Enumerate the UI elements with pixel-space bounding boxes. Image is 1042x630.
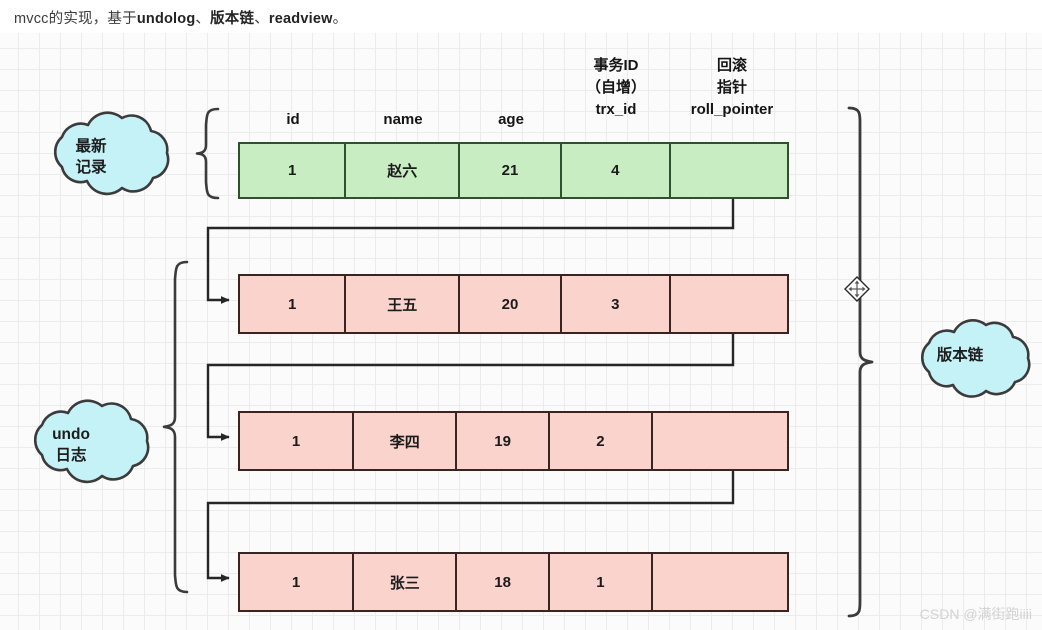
cell-id: 1	[240, 554, 355, 610]
caption-part-bold-versionchain: 版本链	[210, 11, 255, 27]
latest-record-brace	[195, 107, 220, 200]
column-header-roll-pointer: roll_pointer	[690, 101, 774, 118]
cloud-undo-log[interactable]	[33, 399, 150, 484]
table-row-undo-1[interactable]: 1 王五 20 3	[238, 274, 789, 334]
cell-roll-pointer	[653, 554, 787, 610]
cloud-latest-record[interactable]	[53, 111, 170, 196]
cell-id: 1	[240, 276, 347, 332]
column-header-roll-pointer-group: 回滚 指针 roll_pointer	[663, 55, 801, 121]
cell-trx-id: 1	[550, 554, 653, 610]
cell-age: 19	[457, 413, 550, 469]
cell-id: 1	[240, 413, 355, 469]
cell-name: 张三	[354, 554, 458, 610]
column-header-trx-id-top-2: （自增）	[585, 79, 646, 96]
column-header-trx-id: trx_id	[595, 101, 637, 118]
column-header-trx-id-top-1: 事务ID	[593, 57, 639, 74]
cell-name: 王五	[346, 276, 461, 332]
cell-roll-pointer	[671, 276, 787, 332]
cell-trx-id: 4	[562, 144, 671, 197]
caption-text: mvcc的实现，基于undolog、版本链、readview。	[14, 7, 1042, 28]
caption-part-plain-3: 、	[254, 11, 269, 27]
version-chain-brace	[847, 106, 874, 618]
cell-name: 赵六	[346, 144, 461, 197]
roll-pointer-link-1	[206, 188, 735, 304]
caption-bar: mvcc的实现，基于undolog、版本链、readview。	[0, 0, 1042, 33]
roll-pointer-link-2	[206, 334, 735, 441]
cell-name: 李四	[354, 413, 458, 469]
table-row-latest[interactable]: 1 赵六 21 4	[238, 142, 789, 199]
column-header-trx-id-group: 事务ID （自增） trx_id	[567, 55, 665, 121]
diagram-vector-layer	[33, 106, 1031, 618]
cell-age: 21	[460, 144, 562, 197]
column-header-roll-pointer-top-2: 指针	[716, 79, 747, 96]
cell-age: 18	[457, 554, 550, 610]
caption-part-plain-4: 。	[332, 11, 348, 27]
cloud-version-chain[interactable]	[920, 319, 1031, 398]
caption-part-bold-undolog: undolog	[136, 11, 196, 27]
undo-log-brace	[162, 260, 189, 594]
move-resize-handle[interactable]	[842, 274, 872, 304]
cell-age: 20	[460, 276, 562, 332]
caption-part-bold-readview: readview	[268, 11, 333, 27]
cell-trx-id: 3	[562, 276, 671, 332]
column-header-id: id	[286, 111, 300, 128]
diagram-canvas[interactable]: id name age 事务ID （自增） trx_id 回滚 指针 roll_…	[0, 33, 1042, 630]
caption-part-plain-1: mvcc的实现，基于	[14, 11, 137, 27]
roll-pointer-link-3	[206, 471, 735, 582]
cell-roll-pointer	[653, 413, 787, 469]
table-row-undo-2[interactable]: 1 李四 19 2	[238, 411, 789, 471]
column-header-roll-pointer-top-1: 回滚	[716, 57, 747, 74]
cell-id: 1	[240, 144, 347, 197]
cell-trx-id: 2	[550, 413, 653, 469]
column-header-name: name	[383, 111, 423, 128]
caption-part-plain-2: 、	[195, 11, 211, 27]
column-header-age: age	[498, 111, 524, 128]
watermark-text: CSDN @满街跑iiii	[919, 606, 1032, 622]
table-row-undo-3[interactable]: 1 张三 18 1	[238, 552, 789, 612]
cell-roll-pointer	[671, 144, 787, 197]
